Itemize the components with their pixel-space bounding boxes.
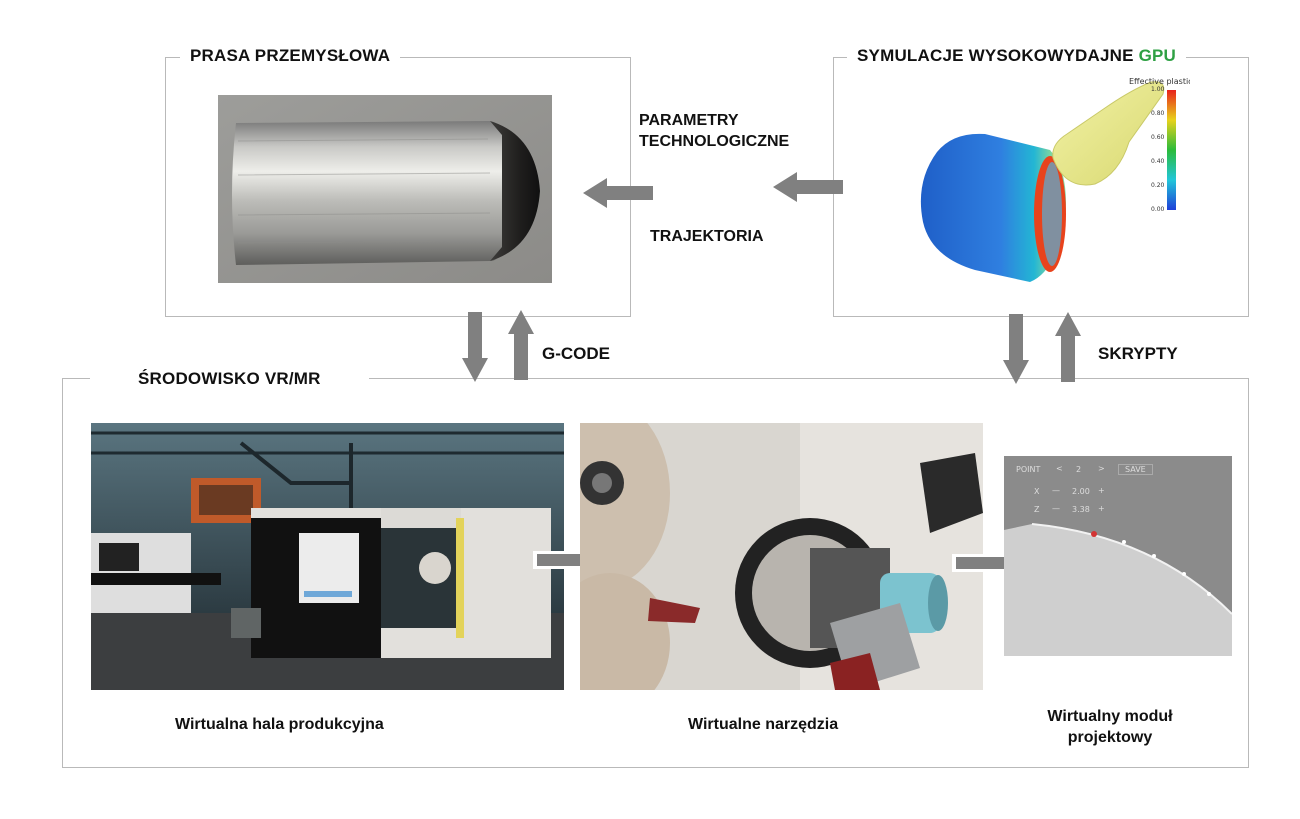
gpu-title-prefix: SYMULACJE WYSOKOWYDAJNE — [857, 46, 1139, 65]
legend-tick-0: 1.00 — [1151, 86, 1165, 93]
legend-tick-1: 0.80 — [1151, 110, 1165, 117]
x-label: X — [1034, 487, 1040, 496]
x-minus-button[interactable]: — — [1052, 486, 1060, 495]
z-plus-button[interactable]: + — [1098, 504, 1105, 513]
x-plus-button[interactable]: + — [1098, 486, 1105, 495]
save-button[interactable]: SAVE — [1118, 464, 1153, 475]
legend-tick-2: 0.60 — [1151, 134, 1165, 141]
hall-screenshot — [91, 423, 564, 690]
vr-frame — [62, 378, 1249, 768]
vr-title: ŚRODOWISKO VR/MR — [90, 369, 369, 389]
module-screenshot: POINT < 2 > SAVE X — 2.00 + Z — 3.38 + — [1004, 456, 1232, 656]
press-title: PRASA PRZEMYSŁOWA — [180, 46, 401, 66]
gpu-simulation: Effective plastic strain — [905, 72, 1190, 297]
svg-text:Effective plastic strain: Effective plastic strain — [1129, 77, 1190, 86]
point-value: 2 — [1076, 465, 1082, 474]
press-photo — [218, 95, 552, 283]
z-label: Z — [1034, 505, 1040, 514]
z-minus-button[interactable]: — — [1052, 504, 1060, 513]
caption-module: Wirtualny moduł projektowy — [1030, 706, 1190, 748]
arrow-down-icon — [1003, 314, 1029, 384]
point-label: POINT — [1016, 465, 1041, 474]
caption-module-line1: Wirtualny moduł — [1047, 708, 1173, 725]
label-parametry-line1: PARAMETRY — [639, 112, 739, 129]
gpu-title: SYMULACJE WYSOKOWYDAJNE GPU — [847, 46, 1187, 66]
legend-tick-3: 0.40 — [1151, 158, 1165, 165]
point-prev-button[interactable]: < — [1056, 464, 1063, 473]
tools-screenshot — [580, 423, 983, 690]
caption-module-line2: projektowy — [1067, 729, 1153, 746]
arrow-left-icon — [773, 172, 843, 202]
point-next-button[interactable]: > — [1098, 464, 1105, 473]
arrow-up-icon — [508, 310, 534, 380]
label-parametry-line2: TECHNOLOGICZNE — [639, 133, 790, 150]
caption-hall: Wirtualna hala produkcyjna — [175, 716, 384, 733]
gpu-title-highlight: GPU — [1138, 46, 1177, 65]
arrow-left-icon — [583, 178, 653, 208]
caption-tools: Wirtualne narzędzia — [688, 716, 839, 733]
label-skrypty: SKRYPTY — [1098, 344, 1178, 363]
label-trajektoria: TRAJEKTORIA — [650, 228, 764, 245]
arrow-down-icon — [462, 312, 488, 382]
label-parametry: PARAMETRY TECHNOLOGICZNE — [639, 110, 789, 152]
legend-tick-4: 0.20 — [1151, 182, 1165, 189]
arrow-up-icon — [1055, 312, 1081, 382]
legend-tick-5: 0.00 — [1151, 206, 1165, 213]
z-value: 3.38 — [1072, 505, 1090, 514]
x-value: 2.00 — [1072, 487, 1090, 496]
label-gcode: G-CODE — [542, 344, 610, 363]
